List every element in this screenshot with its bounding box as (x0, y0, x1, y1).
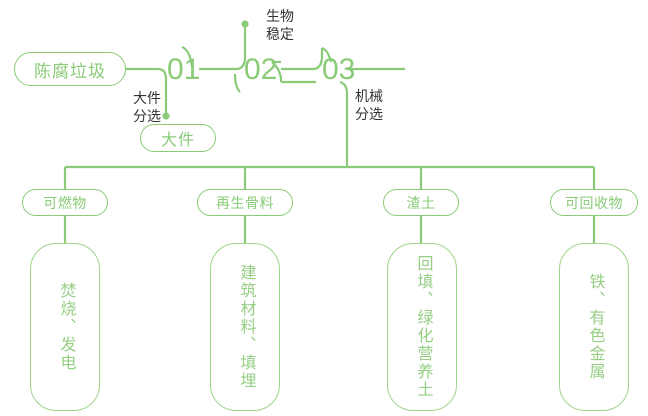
step-annotation-02: 生物 稳定 (266, 8, 294, 42)
node-side-output-label: 大件 (160, 132, 195, 149)
line-step01-branch-down (157, 67, 168, 92)
arc-step02-left-up (235, 48, 247, 71)
node-destination-0-label: 焚烧、发电 (57, 282, 75, 372)
arc-step02-right (271, 61, 283, 82)
node-destination-3[interactable]: 铁、有色金属 (559, 243, 629, 411)
arc-step03-top (321, 46, 333, 63)
step-annotation-03: 机械 分选 (355, 88, 383, 122)
node-category-3-label: 可回收物 (565, 194, 623, 211)
node-category-1[interactable]: 再生骨料 (197, 189, 293, 216)
arc-step02-bottom (233, 73, 241, 93)
node-category-3[interactable]: 可回收物 (550, 189, 638, 216)
step-number-03: 03 (322, 53, 356, 86)
node-destination-1-label: 建筑材料、填埋 (237, 264, 255, 390)
line-step03-down-to-bus (339, 80, 349, 167)
step-number-02: 02 (244, 53, 278, 86)
node-destination-2[interactable]: 回填、绿化营养土 (387, 243, 457, 411)
node-category-1-label: 再生骨料 (216, 194, 274, 211)
node-destination-3-label: 铁、有色金属 (586, 273, 604, 381)
node-category-0[interactable]: 可燃物 (22, 189, 108, 216)
dot-bulky-endpoint (162, 112, 170, 120)
node-source[interactable]: 陈腐垃圾 (14, 52, 126, 86)
node-side-output-bulky[interactable]: 大件 (140, 124, 216, 152)
node-category-2[interactable]: 渣土 (383, 189, 459, 216)
dot-biostable-endpoint (241, 20, 249, 28)
node-category-2-label: 渣土 (406, 194, 436, 211)
node-destination-1[interactable]: 建筑材料、填埋 (210, 243, 280, 411)
node-category-0-label: 可燃物 (43, 194, 87, 211)
arc-step03-left-up (312, 48, 324, 71)
step-number-01: 01 (167, 53, 201, 86)
node-source-label: 陈腐垃圾 (34, 61, 106, 81)
node-destination-2-label: 回填、绿化营养土 (414, 255, 432, 399)
node-destination-0[interactable]: 焚烧、发电 (30, 243, 100, 411)
step-annotation-01: 大件 分选 (133, 90, 161, 124)
arc-step01-top (181, 45, 194, 68)
